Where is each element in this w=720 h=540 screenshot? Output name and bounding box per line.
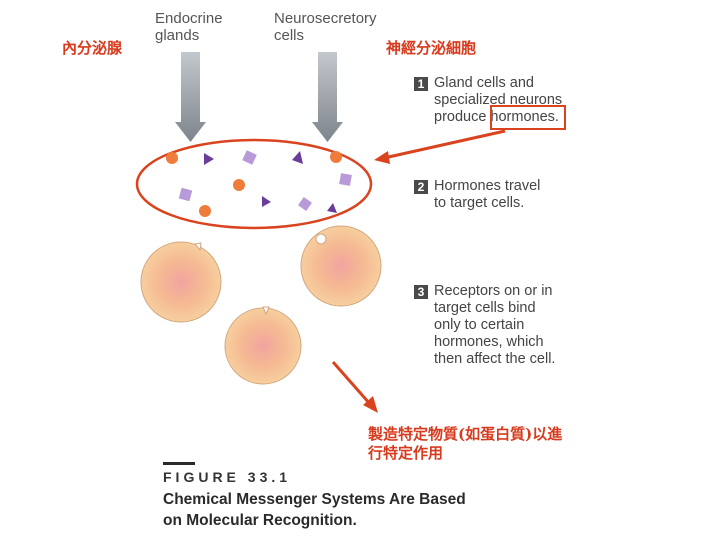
hormone-orange-circle bbox=[233, 179, 245, 191]
hormone-orange-circle bbox=[330, 151, 342, 163]
hormone-purple-triangle bbox=[204, 153, 214, 165]
hormone-lavender-square bbox=[339, 173, 352, 186]
figure-title: Chemical Messenger Systems Are Based on … bbox=[163, 489, 466, 531]
target-cell-right bbox=[301, 226, 381, 306]
endocrine-down-arrow bbox=[175, 52, 206, 142]
hormone-purple-triangle bbox=[292, 151, 303, 164]
receptor-notch bbox=[316, 234, 326, 244]
hormone-purple-triangle bbox=[327, 203, 337, 213]
effect-pointer-arrow bbox=[333, 362, 378, 413]
hormone-lavender-square bbox=[179, 188, 192, 201]
step-number-badge: 2 bbox=[414, 180, 428, 194]
step-description: Hormones travel to target cells. bbox=[434, 178, 540, 212]
hormone-lavender-square bbox=[242, 150, 257, 165]
hormones-pointer-arrow bbox=[374, 131, 505, 164]
hormone-lavender-square bbox=[298, 197, 312, 211]
hormone-purple-triangle bbox=[262, 196, 271, 207]
step-number-badge: 3 bbox=[414, 285, 428, 299]
step-2: 2 Hormones travel to target cells. bbox=[414, 178, 540, 212]
target-cell-bottom bbox=[225, 307, 301, 384]
step-3: 3 Receptors on or in target cells bind o… bbox=[414, 283, 555, 368]
figure-label: FIGURE 33.1 bbox=[163, 469, 291, 485]
hormone-orange-circle bbox=[166, 152, 178, 164]
step-number-badge: 1 bbox=[414, 77, 428, 91]
target-cell-left bbox=[141, 242, 221, 322]
step-description: Receptors on or in target cells bind onl… bbox=[434, 283, 555, 368]
hormones-highlight-box bbox=[490, 105, 566, 130]
figure-rule bbox=[163, 462, 195, 465]
hormone-orange-circle bbox=[199, 205, 211, 217]
hormone-molecules bbox=[166, 150, 352, 217]
neurosecretory-down-arrow bbox=[312, 52, 343, 142]
